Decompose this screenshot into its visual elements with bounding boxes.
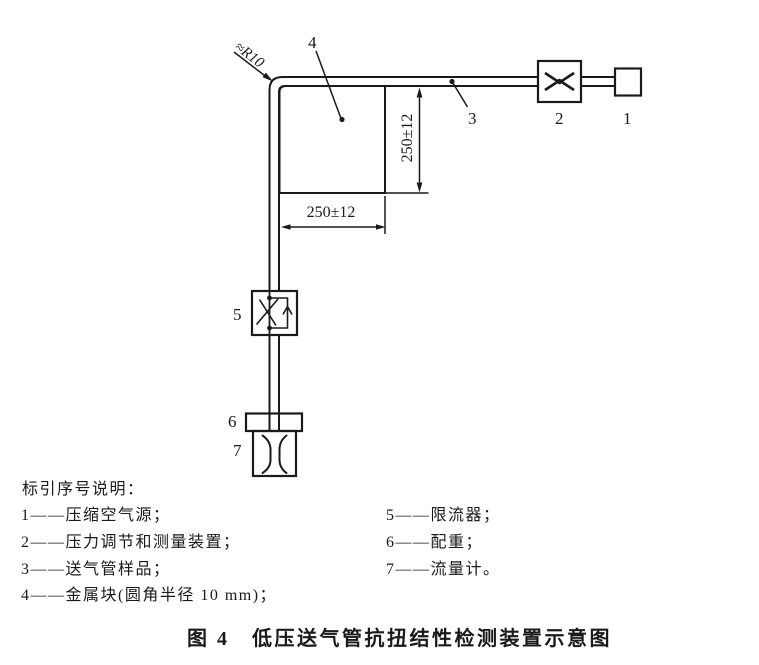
pressure-device-box	[536, 59, 583, 104]
legend-item-2: 2——压力调节和测量装置；	[21, 534, 241, 551]
legend-item-4: 4——金属块(圆角半径 10 mm)；	[21, 587, 278, 604]
dim-vertical-label: 250±12	[399, 113, 416, 163]
air-source-box	[613, 67, 643, 97]
flowmeter-box	[251, 429, 298, 478]
leader-lines	[233, 50, 469, 123]
part-label-4: 4	[308, 33, 317, 52]
corner-radius-arrow	[233, 51, 273, 82]
pressure-device-icon	[544, 71, 575, 92]
flow-restrictor-box	[250, 289, 299, 337]
part-label-1: 1	[623, 109, 632, 128]
legend-item-1: 1——压缩空气源；	[21, 507, 171, 524]
dimension-lines	[281, 87, 429, 234]
legend-title: 标引序号说明：	[22, 481, 145, 498]
flowmeter-venturi-icon	[261, 434, 288, 474]
part-label-6: 6	[228, 412, 237, 431]
gas-tube-lines	[268, 76, 615, 431]
part-label-7: 7	[233, 441, 242, 460]
flow-restrictor-icon	[255, 291, 293, 335]
part-label-3: 3	[468, 109, 477, 128]
part-label-5: 5	[233, 305, 242, 324]
weight-box	[244, 412, 304, 433]
legend-item-5: 5——限流器；	[386, 507, 501, 524]
legend-item-7: 7——流量计。	[386, 561, 501, 578]
dim-horizontal-label: 250±12	[306, 204, 356, 221]
metal-block	[278, 85, 386, 194]
legend-item-3: 3——送气管样品；	[21, 561, 171, 578]
legend-item-6: 6——配重；	[386, 534, 484, 551]
part-label-2: 2	[555, 109, 564, 128]
figure-caption: 图 4 低压送气管抗扭结性检测装置示意图	[187, 628, 612, 650]
